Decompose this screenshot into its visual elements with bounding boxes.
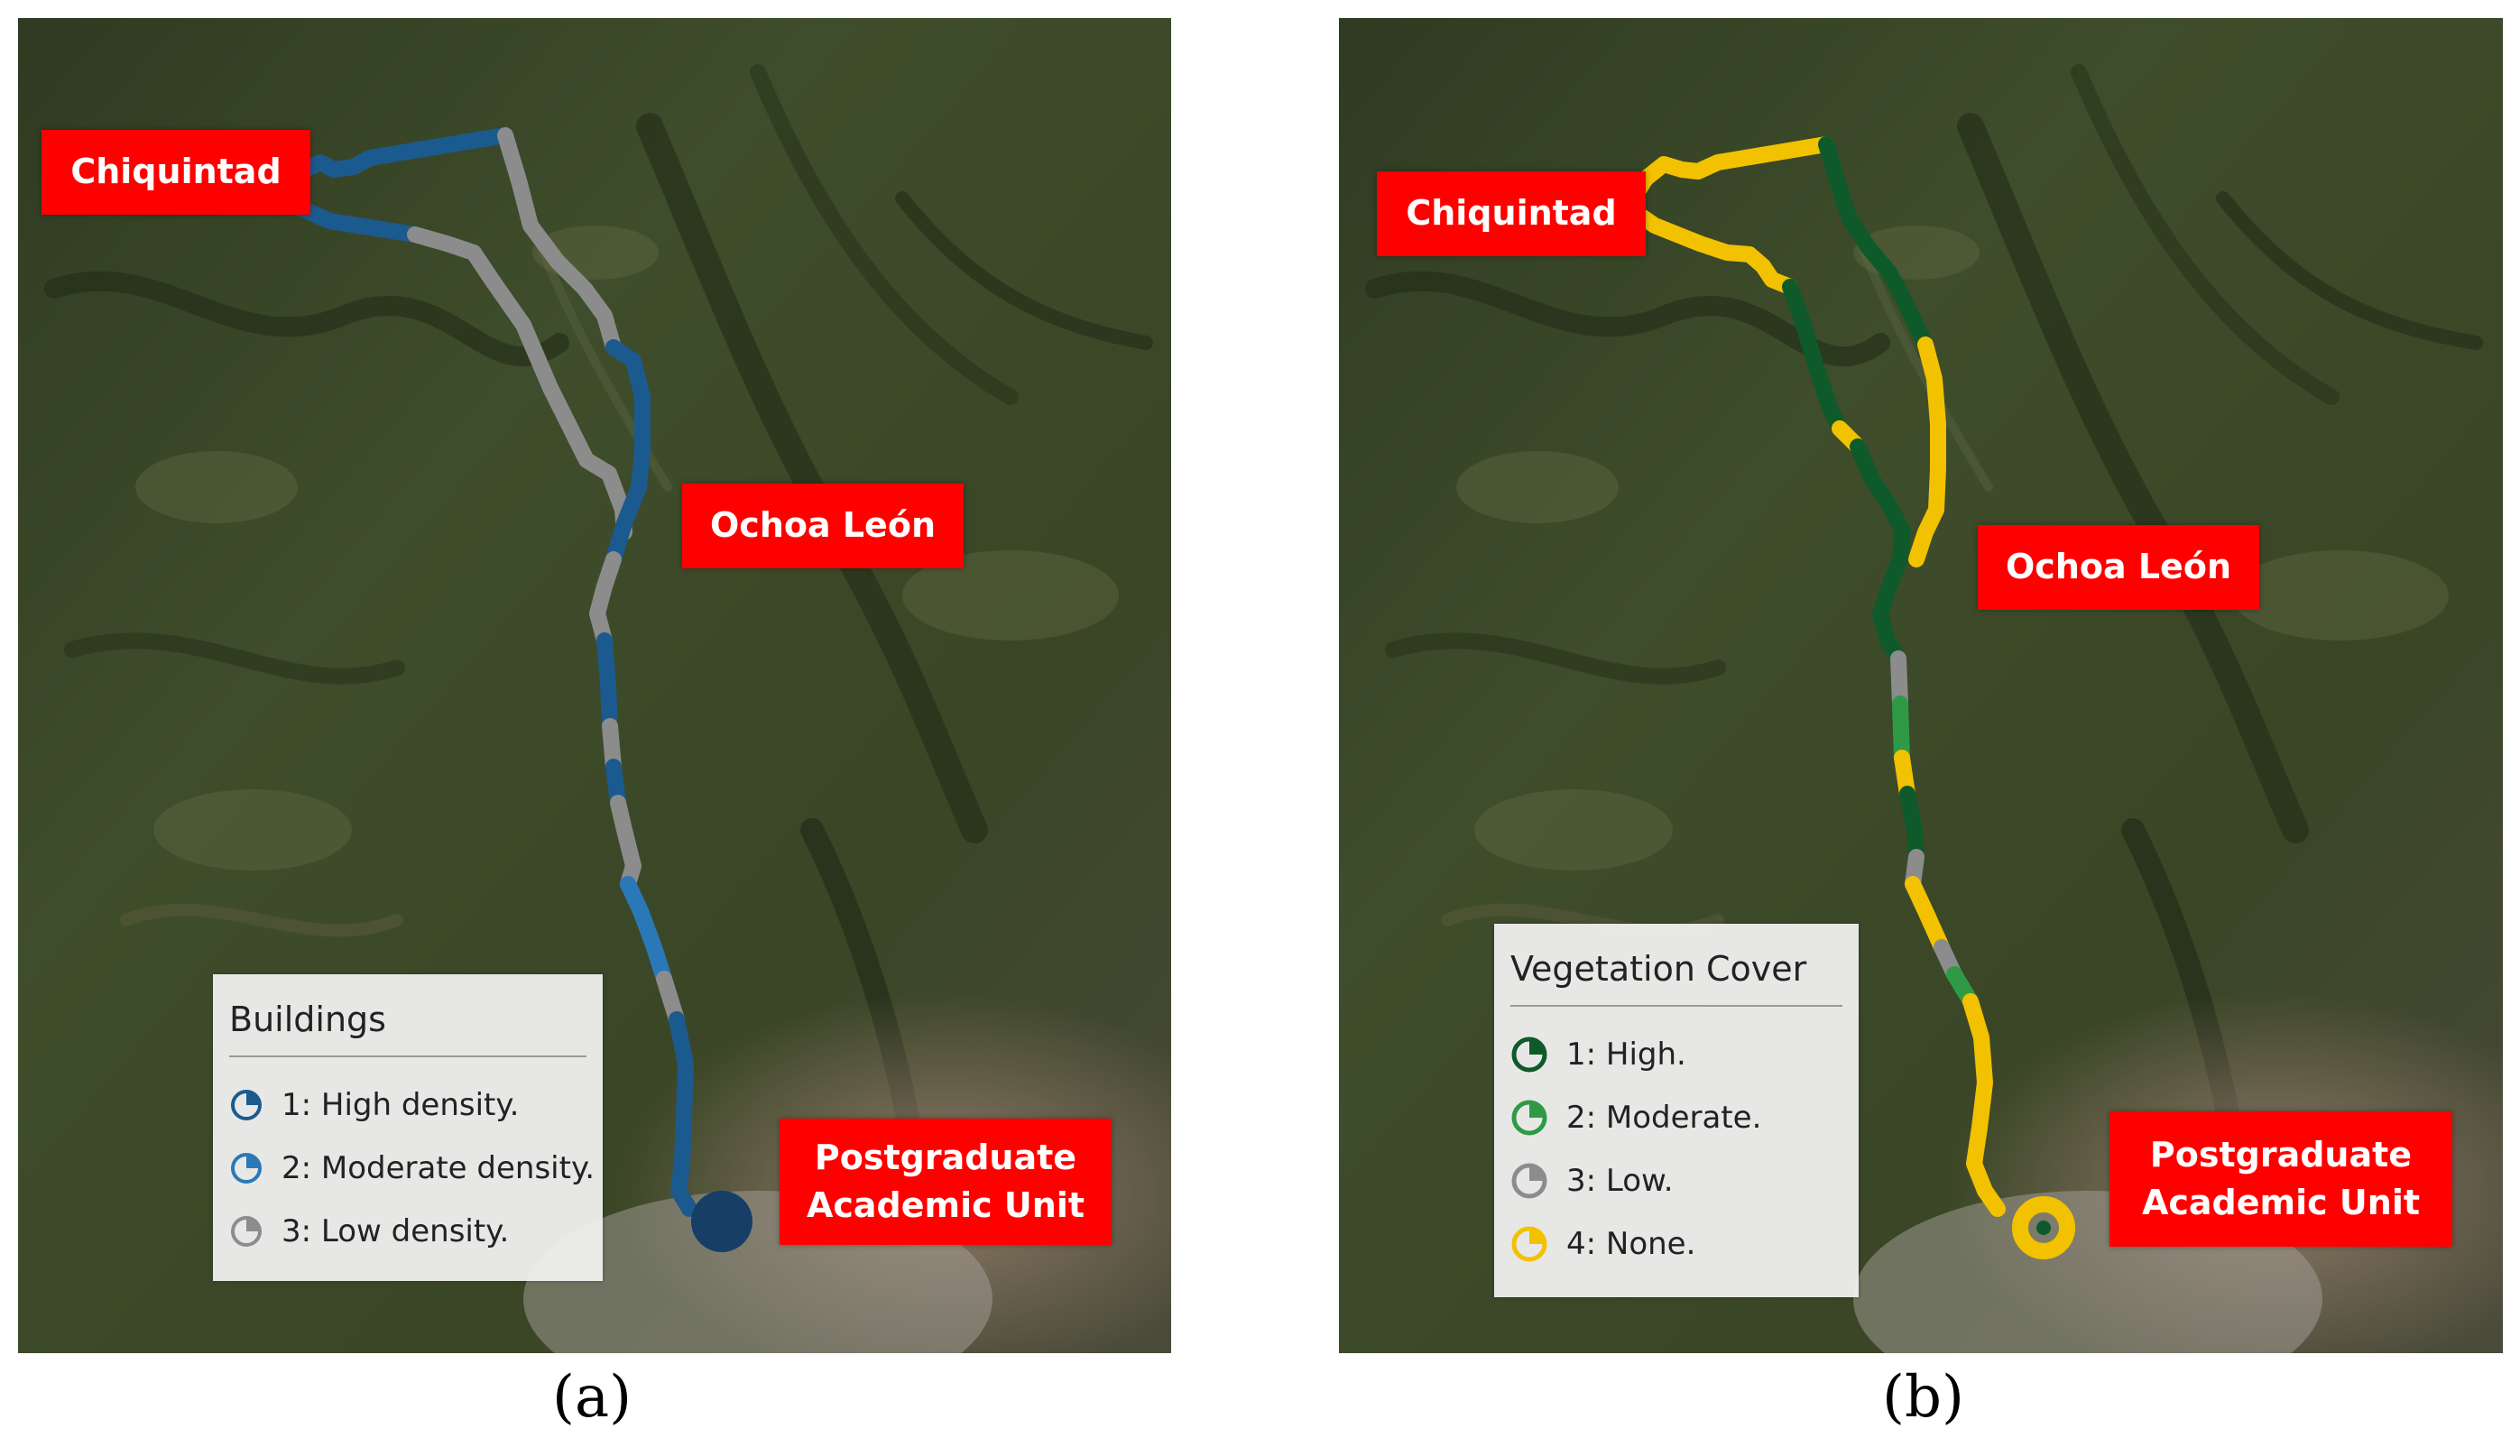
pie-icon-blue <box>231 1153 262 1184</box>
legend-item-none: 4: None. <box>1510 1212 1842 1276</box>
legend-title: Vegetation Cover <box>1510 924 1842 1007</box>
place-label-text: Ochoa León <box>2005 547 2231 587</box>
legend-vegetation-cover: Vegetation Cover 1: High. 2: Moderate. 3… <box>1494 924 1859 1297</box>
place-label-chiquintad: Chiquintad <box>42 130 310 215</box>
route-segment-high-density <box>605 339 651 567</box>
legend-item-label: 3: Low. <box>1566 1163 1674 1199</box>
map-panel-buildings: Chiquintad Ochoa León Postgraduate Acade… <box>18 18 1171 1353</box>
place-label-ochoa-leon: Ochoa León <box>1978 525 2259 610</box>
route-segment-moderate-density <box>620 876 672 987</box>
route-segment-high-density <box>669 1011 697 1217</box>
route-segment-low-density <box>589 551 622 649</box>
destination-marker-center <box>2036 1221 2051 1235</box>
legend-item-label: 3: Low density. <box>282 1213 510 1249</box>
route-segment-high <box>1782 279 1848 437</box>
legend-item-moderate-density: 2: Moderate density. <box>229 1137 595 1200</box>
route-segment-high <box>1899 786 1925 865</box>
place-label-text: Chiquintad <box>70 152 282 192</box>
place-label-chiquintad: Chiquintad <box>1377 171 1646 256</box>
pie-icon-gray <box>1511 1163 1547 1199</box>
route-segment-low-density <box>497 127 622 355</box>
place-label-text: Ochoa León <box>709 505 936 546</box>
legend-title: Buildings <box>229 974 586 1057</box>
route-segment-high-density <box>596 632 618 734</box>
pie-icon-yellow <box>1511 1226 1547 1262</box>
pie-icon-dark-green <box>1511 1037 1547 1073</box>
place-label-text: Chiquintad <box>1406 193 1617 234</box>
place-label-line1: Postgraduate <box>2149 1134 2413 1175</box>
map-panel-vegetation: Chiquintad Ochoa León Postgraduate Acade… <box>1339 18 2503 1353</box>
legend-item-label: 2: Moderate. <box>1566 1100 1762 1136</box>
legend-item-low-density: 3: Low density. <box>229 1200 586 1263</box>
place-label-ochoa-leon: Ochoa León <box>682 484 964 568</box>
route-line <box>288 127 697 1217</box>
caption-a: (a) <box>552 1364 632 1431</box>
destination-marker <box>691 1191 752 1252</box>
route-segment-low-density <box>407 226 632 540</box>
pie-icon-gray <box>231 1216 262 1247</box>
legend-item-high-density: 1: High density. <box>229 1074 586 1137</box>
pie-icon-blue <box>231 1090 262 1120</box>
legend-item-label: 4: None. <box>1566 1226 1696 1262</box>
place-label-postgraduate-unit: Postgraduate Academic Unit <box>780 1119 1112 1245</box>
route-segment-none <box>1905 876 1950 955</box>
caption-b: (b) <box>1882 1364 1964 1431</box>
legend-item-label: 1: High density. <box>282 1087 520 1123</box>
place-label-line2: Academic Unit <box>2141 1183 2421 1222</box>
route-segment-high <box>1818 136 1934 353</box>
destination-marker <box>2012 1196 2075 1259</box>
route-segment-low-density <box>610 795 642 892</box>
place-label-postgraduate-unit: Postgraduate Academic Unit <box>2109 1111 2452 1247</box>
place-label-line2: Academic Unit <box>806 1185 1085 1225</box>
route-segment-moderate <box>1892 696 1910 766</box>
route-segment-high-density <box>288 127 513 243</box>
legend-item-high: 1: High. <box>1510 1023 1842 1086</box>
route-segment-none <box>1908 336 1946 567</box>
legend-item-label: 1: High. <box>1566 1037 1686 1073</box>
legend-item-low: 3: Low. <box>1510 1149 1842 1212</box>
route-segment-high <box>1850 438 1911 667</box>
legend-item-label: 2: Moderate density. <box>282 1150 595 1186</box>
legend-buildings: Buildings 1: High density. 2: Moderate d… <box>213 974 603 1281</box>
pie-icon-green <box>1511 1100 1547 1136</box>
route-segment-none <box>1962 993 2006 1217</box>
legend-item-moderate: 2: Moderate. <box>1510 1086 1842 1149</box>
place-label-line1: Postgraduate <box>814 1137 1077 1177</box>
